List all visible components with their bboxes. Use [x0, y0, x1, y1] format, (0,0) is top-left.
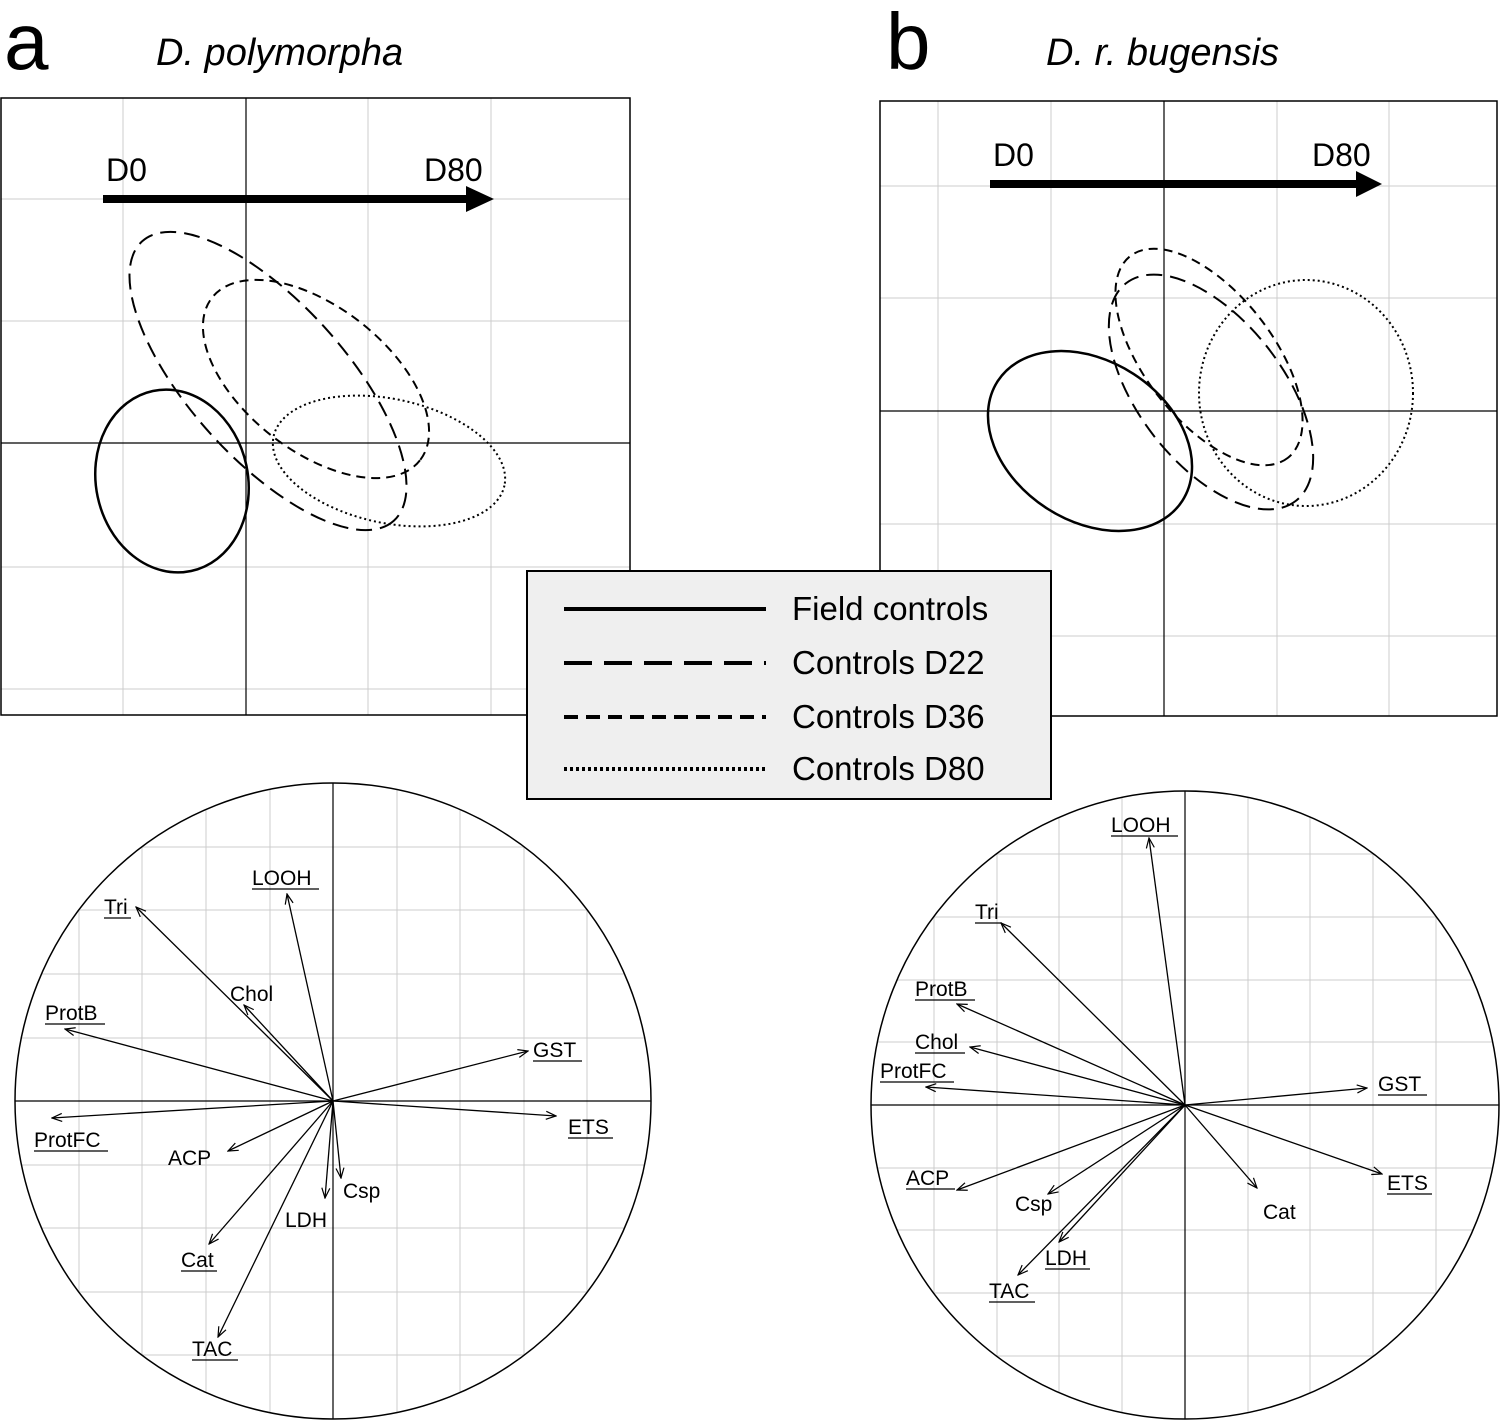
panel-a-time-start-label: D0 [106, 152, 147, 188]
arrow-cat [1184, 1104, 1257, 1188]
arrow-csp [1048, 1104, 1186, 1194]
label-looh: LOOH [252, 867, 312, 890]
panel-b-ellipse-field-controls [986, 349, 1194, 533]
panel-a-ellipse-controls-d80 [271, 394, 507, 528]
panel-b-variable-labels: LOOH Tri ProtB Chol ProtFC GST ACP ETS C… [880, 814, 1432, 1303]
label-acp: ACP [168, 1147, 211, 1170]
label-looh: LOOH [1111, 814, 1171, 837]
panel-b-time-end-label: D80 [1312, 137, 1371, 173]
arrow-csp [332, 1100, 341, 1178]
panel-a-variable-labels: LOOH Tri Chol ProtB GST ProtFC ETS ACP C… [34, 867, 613, 1361]
label-tac: TAC [989, 1280, 1029, 1303]
panel-b-letter: b [886, 0, 931, 86]
arrow-acp [228, 1100, 334, 1151]
legend-line-samples [564, 607, 766, 771]
label-tri: Tri [975, 901, 999, 924]
arrow-gst [1184, 1088, 1367, 1106]
panel-b-ellipse-controls-d22 [1107, 273, 1315, 511]
label-protfc: ProtFC [34, 1129, 101, 1152]
panel-b-variable-arrows [926, 838, 1382, 1275]
panel-a-species-title: D. polymorpha [156, 32, 404, 74]
panel-b-score-frame [879, 100, 1498, 717]
panel-b-correlation-circle: LOOH Tri ProtB Chol ProtFC GST ACP ETS C… [870, 790, 1500, 1420]
label-gst: GST [533, 1039, 576, 1062]
arrow-protb [65, 1029, 334, 1102]
label-cat: Cat [181, 1249, 214, 1272]
panel-a-letter: a [4, 0, 49, 86]
arrow-chol [244, 1005, 334, 1102]
panel-b-species-title: D. r. bugensis [1046, 32, 1280, 74]
label-ets: ETS [1387, 1172, 1428, 1195]
panel-b-time-start-label: D0 [993, 137, 1034, 173]
arrow-protfc [926, 1087, 1186, 1106]
legend-label-controls-d22: Controls D22 [792, 644, 985, 681]
label-protfc: ProtFC [880, 1060, 947, 1083]
arrow-ets [1184, 1104, 1382, 1174]
legend-label-controls-d80: Controls D80 [792, 750, 985, 787]
label-gst: GST [1378, 1073, 1421, 1096]
arrow-ets [332, 1100, 556, 1116]
panel-a-score-frame [0, 97, 631, 716]
arrow-tri [136, 907, 334, 1102]
arrow-protfc [52, 1100, 334, 1118]
label-chol: Chol [230, 983, 273, 1006]
panel-b-ellipse-controls-d80 [1198, 279, 1414, 507]
arrow-ldh [1059, 1104, 1186, 1242]
legend-label-field-controls: Field controls [792, 590, 989, 627]
panel-a-circle-grid [15, 783, 651, 1419]
label-chol: Chol [915, 1031, 958, 1054]
label-ets: ETS [568, 1116, 609, 1139]
arrow-chol [970, 1047, 1186, 1106]
legend: Field controls Controls D22 Controls D36… [526, 570, 1052, 800]
label-ldh: LDH [1045, 1247, 1087, 1270]
panel-a-variable-arrows [52, 894, 556, 1337]
arrow-acp [957, 1104, 1186, 1190]
arrow-protb [957, 1004, 1186, 1106]
panel-a-ellipse-field-controls [93, 388, 251, 574]
label-tac: TAC [192, 1338, 232, 1361]
panel-b-ellipse-controls-d36 [1114, 247, 1304, 467]
label-csp: Csp [343, 1180, 380, 1203]
label-cat: Cat [1263, 1201, 1296, 1224]
arrow-looh [1149, 838, 1186, 1106]
arrow-gst [332, 1051, 528, 1102]
arrow-ldh [325, 1100, 334, 1198]
arrow-cat [209, 1100, 334, 1244]
label-csp: Csp [1015, 1193, 1052, 1216]
label-ldh: LDH [285, 1209, 327, 1232]
label-tri: Tri [104, 896, 128, 919]
arrow-tac [218, 1100, 334, 1337]
panel-a-time-end-label: D80 [424, 152, 483, 188]
arrow-looh [287, 894, 334, 1102]
legend-label-controls-d36: Controls D36 [792, 698, 985, 735]
panel-a-correlation-circle: LOOH Tri Chol ProtB GST ProtFC ETS ACP C… [14, 782, 652, 1420]
arrow-tac [1018, 1104, 1186, 1275]
panel-a-score-plot: D0 D80 [0, 97, 631, 716]
label-protb: ProtB [45, 1002, 98, 1025]
panel-b-time-arrowhead [1356, 171, 1382, 197]
panel-a-ellipse-controls-d36 [201, 278, 431, 480]
panel-a-ellipse-controls-d22 [128, 230, 408, 532]
label-acp: ACP [906, 1167, 949, 1190]
arrow-tri [1001, 923, 1186, 1106]
panel-a-time-arrowhead [466, 186, 494, 212]
label-protb: ProtB [915, 978, 968, 1001]
